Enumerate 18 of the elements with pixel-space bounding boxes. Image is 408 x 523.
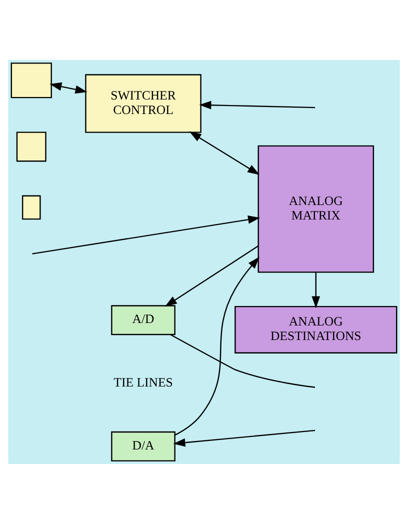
connector xyxy=(170,334,316,388)
node-box: ANALOG DESTINATIONS xyxy=(234,305,398,354)
label: TIE LINES xyxy=(114,374,173,389)
arrow xyxy=(199,100,316,109)
arrow xyxy=(174,256,260,436)
arrow xyxy=(50,82,88,94)
arrow xyxy=(164,245,258,306)
node-box: A/D xyxy=(111,304,176,335)
node-box xyxy=(22,194,41,220)
node-box: SWITCHER CONTROL xyxy=(85,74,202,132)
node-box: D/A xyxy=(111,430,176,461)
arrow xyxy=(189,130,260,174)
arrow xyxy=(173,429,316,446)
arrow xyxy=(312,272,320,308)
node-box: ANALOG MATRIX xyxy=(258,144,374,272)
arrow xyxy=(32,214,260,254)
node-box xyxy=(10,62,52,98)
node-box xyxy=(16,131,46,162)
